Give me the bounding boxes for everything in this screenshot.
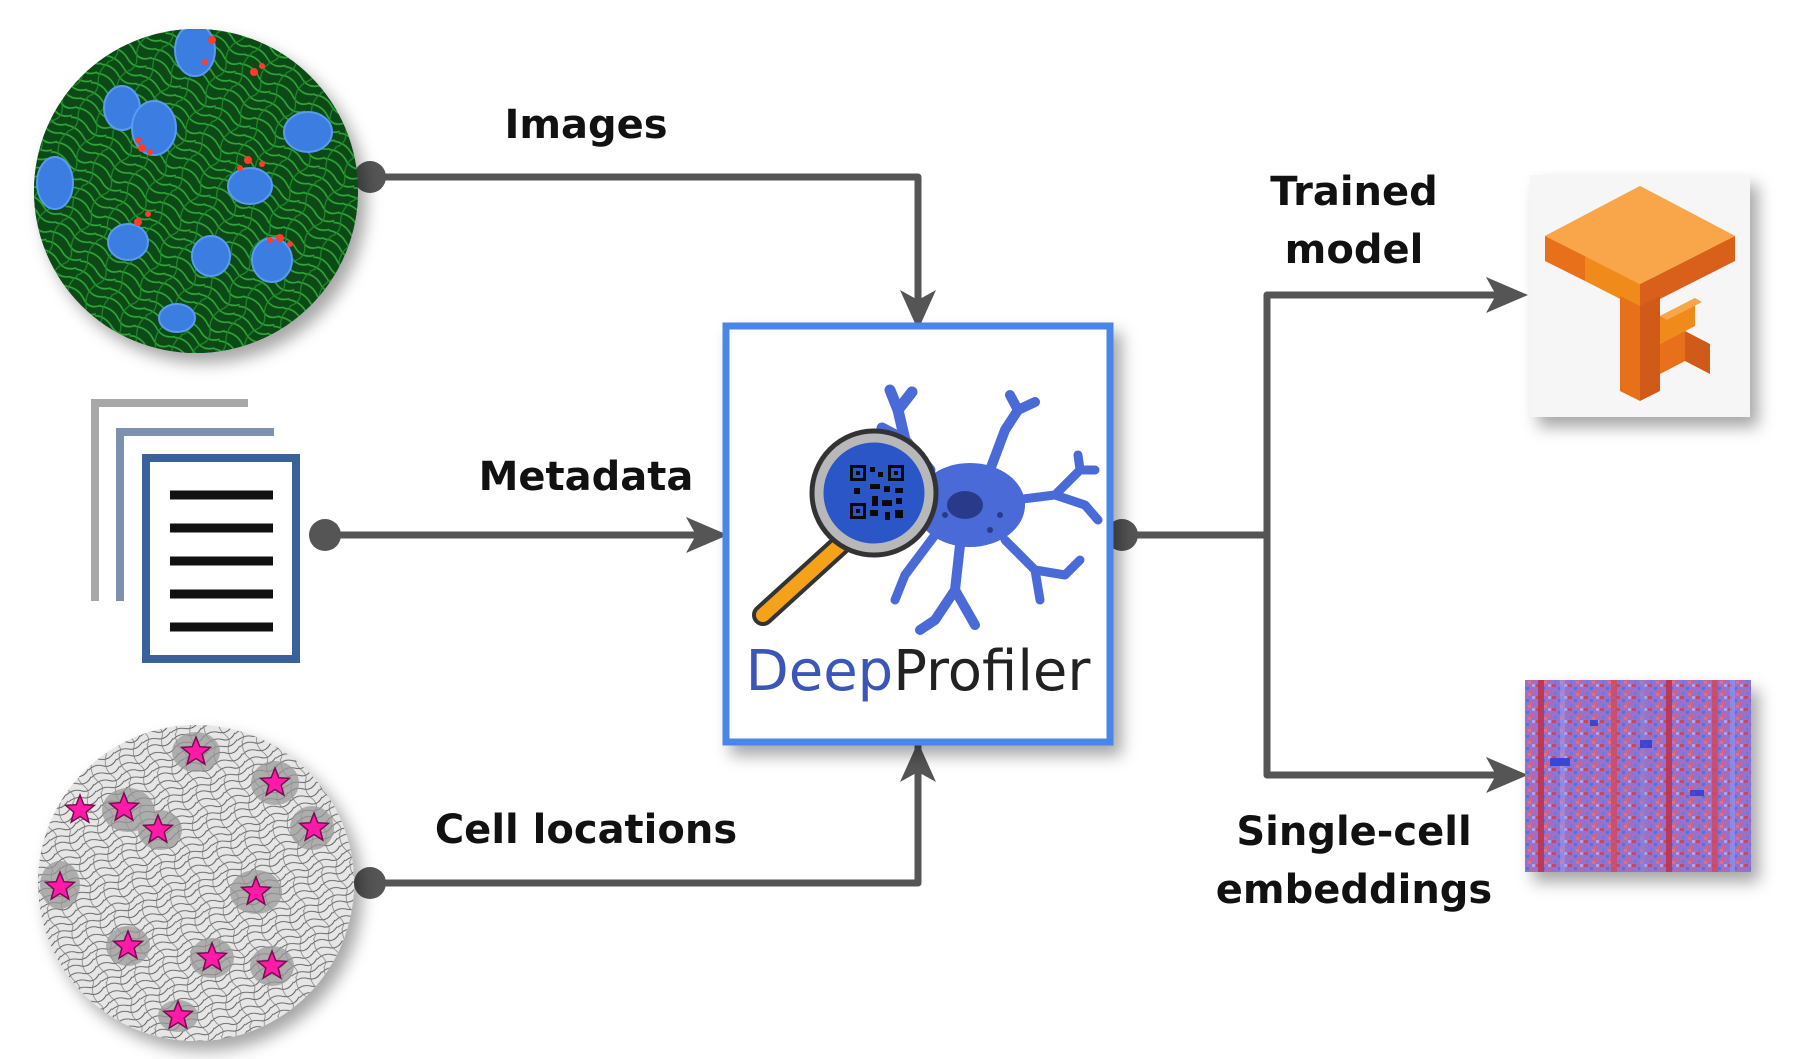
star-marker-icon bbox=[107, 790, 141, 822]
star-markers bbox=[43, 734, 331, 1030]
connector-dots bbox=[309, 161, 1138, 899]
arrowheads bbox=[686, 277, 1528, 793]
dot-cell-locations bbox=[354, 867, 386, 899]
arrowhead-images bbox=[900, 290, 936, 330]
embeddings-label-line1: Single-cell bbox=[1236, 809, 1471, 855]
star-marker-icon bbox=[141, 812, 175, 844]
cell-locations-label: Cell locations bbox=[435, 807, 737, 853]
arrowhead-embeddings bbox=[1486, 757, 1528, 793]
dot-metadata bbox=[309, 519, 341, 551]
star-marker-icon bbox=[43, 869, 77, 901]
trained-model-label-line2: model bbox=[1285, 227, 1424, 273]
deepprofiler-box: DeepProfiler bbox=[722, 322, 1114, 746]
dot-images bbox=[354, 161, 386, 193]
neuron-icon bbox=[876, 384, 1103, 635]
deepprofiler-wordmark: DeepProfiler bbox=[746, 639, 1092, 704]
star-marker-icon bbox=[63, 792, 97, 824]
star-marker-icon bbox=[179, 734, 213, 766]
output-connector bbox=[1118, 291, 1514, 779]
cell-locations-connector bbox=[366, 742, 922, 887]
qr-code-icon bbox=[846, 463, 906, 523]
star-marker-icon bbox=[255, 948, 289, 980]
trained-model-label-line1: Trained bbox=[1270, 169, 1438, 215]
images-label: Images bbox=[504, 102, 667, 148]
dot-output bbox=[1106, 519, 1138, 551]
embeddings-label-line2: embeddings bbox=[1216, 867, 1492, 913]
brand-deep: Deep bbox=[746, 639, 894, 704]
star-marker-icon bbox=[195, 940, 229, 972]
cell-locations-icon bbox=[38, 725, 354, 1041]
fluorescence-microscopy-icon bbox=[34, 29, 358, 353]
brand-profiler: Profiler bbox=[893, 639, 1091, 704]
connectors bbox=[321, 173, 1514, 887]
images-connector bbox=[366, 173, 922, 322]
magnifier-icon bbox=[752, 428, 939, 626]
arrowhead-metadata bbox=[686, 517, 728, 553]
star-marker-icon bbox=[111, 928, 145, 960]
document-stack-icon bbox=[91, 399, 300, 663]
arrowhead-cell-locations bbox=[900, 742, 936, 782]
embedding-heatmap-icon bbox=[1525, 680, 1751, 872]
star-marker-icon bbox=[161, 998, 195, 1030]
metadata-label: Metadata bbox=[479, 454, 694, 500]
tensorflow-logo bbox=[1530, 175, 1750, 417]
star-marker-icon bbox=[258, 765, 292, 797]
arrowhead-trained-model bbox=[1486, 277, 1528, 313]
star-marker-icon bbox=[297, 810, 331, 842]
star-marker-icon bbox=[239, 874, 273, 906]
